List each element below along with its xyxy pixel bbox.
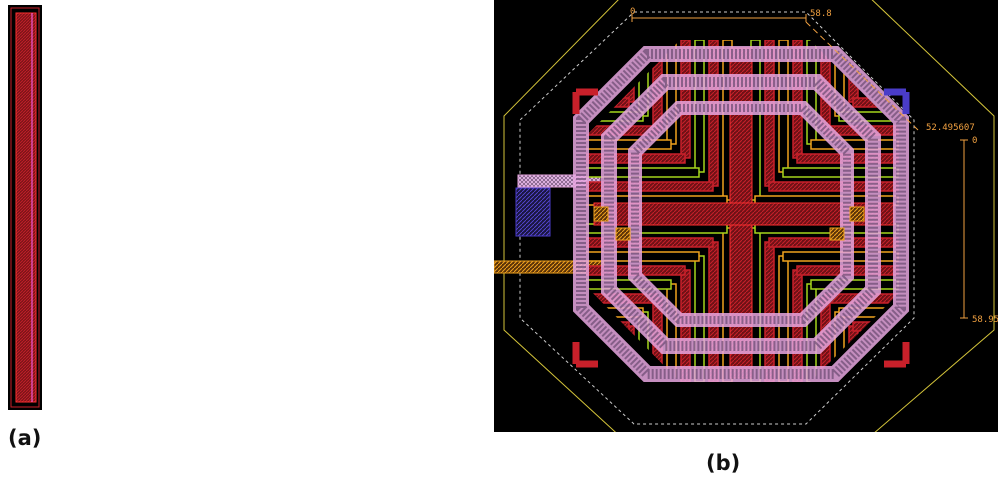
strip-outline: [10, 7, 40, 408]
finger-left: [586, 125, 658, 136]
finger-right: [880, 69, 899, 80]
finger-bottom: [708, 241, 719, 382]
finger-right: [880, 349, 899, 360]
finger-bottom: [876, 353, 887, 382]
top-ruler: 0 58.8: [630, 7, 832, 22]
finger-left: [586, 251, 700, 262]
finger-right: [810, 139, 899, 150]
finger-left: [586, 55, 588, 66]
underpass-right-2: [829, 227, 845, 241]
caption-a: (a): [8, 426, 42, 450]
coil-turn-outer-fill: [576, 49, 906, 379]
finger-left: [586, 69, 602, 80]
finger-right: [894, 55, 906, 66]
ruler-right-start: 0: [972, 136, 977, 146]
ruler-top-end: 58.8: [810, 9, 832, 19]
corner-chevrons: [572, 88, 910, 368]
coil-turns: [573, 46, 909, 382]
caption-b: (b): [706, 451, 741, 475]
chevron-bottom-left: [572, 342, 598, 368]
outer-boundary: [503, 0, 995, 432]
diagonal-ruler: 52.495607: [805, 21, 975, 133]
finger-top: [586, 40, 593, 61]
metal-strip-drawing: [10, 7, 40, 408]
octagon-layout-drawing: 0 58.8 52.495607 0 58.95: [494, 0, 998, 432]
central-cross: [593, 47, 895, 379]
chevron-bottom-right: [884, 342, 910, 368]
finger-bottom: [586, 367, 593, 382]
finger-bottom: [890, 367, 901, 382]
finger-top: [890, 40, 901, 61]
coil-turn-inner-fill: [631, 104, 851, 324]
layout-strip-panel: [8, 5, 42, 410]
right-ruler: 0 58.95: [960, 136, 998, 325]
underpass-left: [593, 206, 609, 222]
octagon-layout-panel: 0 58.8 52.495607 0 58.95: [494, 0, 998, 432]
metal-strip: [15, 12, 37, 403]
ruler-top-start: 0: [630, 7, 635, 17]
underpass-left-2: [615, 227, 631, 241]
finger-left: [586, 293, 658, 304]
feed-pad-blue: [515, 187, 551, 237]
chevron-top-right: [884, 88, 910, 114]
chevron-top-left: [572, 88, 598, 114]
dashed-boundary: [519, 11, 915, 425]
finger-left: [586, 167, 700, 178]
ruler-diagonal: 52.495607: [926, 123, 975, 133]
underpass-right: [849, 206, 865, 222]
coil-turn-middle: [601, 74, 881, 354]
finger-right: [810, 279, 899, 290]
finger-bottom: [764, 241, 775, 382]
finger-top: [876, 40, 887, 75]
finger-bottom: [596, 353, 607, 382]
ruler-right-end: 58.95: [972, 315, 998, 325]
